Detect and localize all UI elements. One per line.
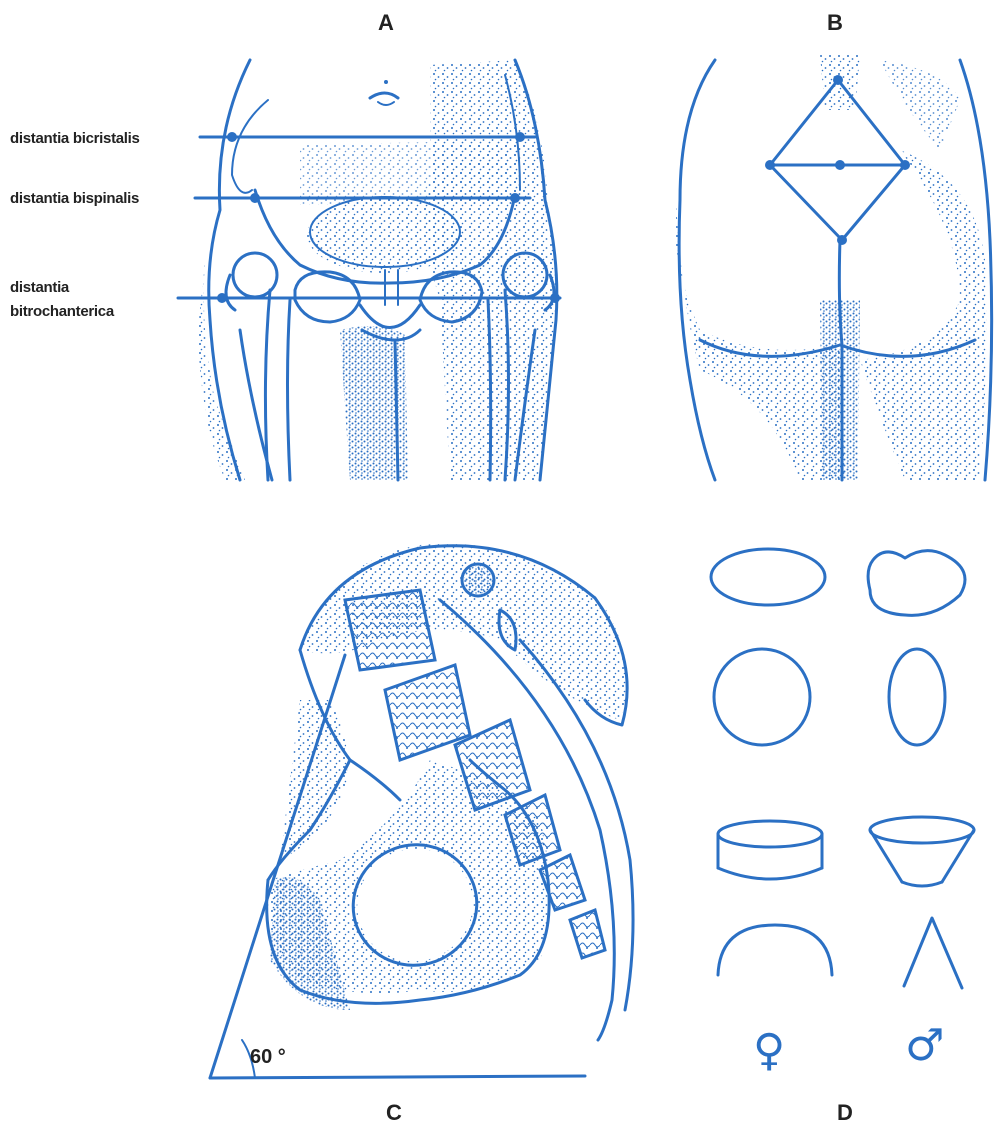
panel-b-body-outline <box>674 55 992 480</box>
panel-d: D ♀ ♂ <box>711 549 974 1125</box>
panel-a-body-outline <box>198 60 557 480</box>
panel-d-letter: D <box>837 1100 853 1125</box>
label-distantia-bicristalis: distantia bicristalis <box>10 130 140 147</box>
female-pubic-arch <box>718 925 832 975</box>
male-funnel <box>870 817 974 886</box>
panel-b: B <box>674 10 992 480</box>
male-inlet-heart <box>868 551 965 616</box>
panel-c-pelvis-bone <box>267 544 633 1040</box>
label-distantia-bitrochanterica-line2: bitrochanterica <box>10 303 115 320</box>
female-cavity-circle <box>714 649 810 745</box>
panel-b-letter: B <box>827 10 843 35</box>
label-distantia-bispinalis: distantia bispinalis <box>10 190 139 207</box>
female-inlet-oval <box>711 549 825 605</box>
panel-a-letter: A <box>378 10 394 35</box>
male-symbol: ♂ <box>905 1020 944 1071</box>
female-cylinder <box>718 821 822 879</box>
male-pubic-angle <box>904 918 962 988</box>
angle-60-label: 60 ° <box>250 1046 286 1068</box>
label-distantia-bitrochanterica-line1: distantia <box>10 279 70 296</box>
male-cavity-oval <box>889 649 945 745</box>
panel-c-letter: C <box>386 1100 402 1125</box>
panel-a: A <box>10 10 560 480</box>
panel-c: C <box>210 544 633 1125</box>
female-symbol: ♀ <box>753 1025 785 1076</box>
